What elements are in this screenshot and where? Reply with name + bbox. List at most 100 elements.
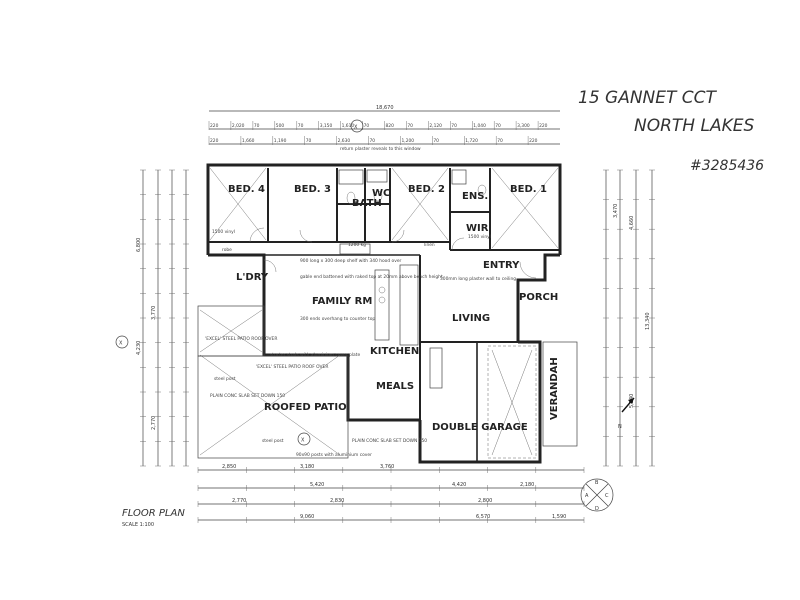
room-meals: MEALS — [376, 381, 414, 392]
note-robe: robe — [222, 247, 232, 253]
room-bed4: BED. 4 — [228, 184, 265, 195]
note-gable: gable end battened with raked top at 20m… — [300, 274, 443, 280]
top-dim2-10: 220 — [529, 138, 538, 144]
overall-width-dim: 18,670 — [376, 105, 394, 111]
key-c: C — [605, 493, 609, 499]
listing-reference: #3285436 — [690, 158, 764, 174]
note-plaster-wall: 300mm long plaster wall to ceiling — [440, 276, 516, 282]
address-line-2: NORTH LAKES — [634, 116, 754, 136]
top-dim2-9: 70 — [497, 138, 503, 144]
room-verandah: VERANDAH — [549, 357, 560, 420]
key-d: D — [595, 506, 599, 512]
room-wir: WIR — [466, 223, 489, 234]
top-dim2-4: 2,630 — [338, 138, 351, 144]
north-arrow: N — [618, 397, 635, 430]
left-dim-2: 4,230 — [136, 341, 142, 355]
left-dimensions: 6,800 4,230 3,770 2,770 — [136, 169, 189, 467]
note-vinyl-1: 1500 vinyl — [212, 229, 235, 235]
bottom-dimensions: 2,850 3,180 3,760 5,420 4,420 2,180 2,77… — [197, 464, 585, 523]
left-dim-1: 6,800 — [136, 238, 142, 252]
left-dim-4: 2,770 — [151, 416, 157, 430]
grid-label-left: X — [119, 341, 123, 347]
room-family: FAMILY RM — [312, 296, 372, 307]
bottom-dim-6: 2,180 — [520, 482, 534, 488]
top-dim2-8: 1,720 — [465, 138, 478, 144]
patio-outlines — [197, 305, 578, 459]
right-dimensions: 13,340 4,660 3,470 5,340 — [603, 169, 655, 467]
note-linen: linen — [424, 242, 435, 248]
key-b: B — [595, 480, 599, 486]
note-steel-post-1: steel post — [214, 376, 236, 382]
note-patio-roof-2: 'EXCEL' STEEL PATIO ROOF OVER — [256, 364, 328, 370]
bottom-dim-11: 6,570 — [476, 514, 490, 520]
top-dim-5: 3,150 — [320, 123, 333, 129]
top-dim-9: 70 — [407, 123, 413, 129]
bottom-dim-12: 1,590 — [552, 514, 566, 520]
top-dim-15: 220 — [539, 123, 548, 129]
note-shelf: 900 long x 300 deep shelf with 340 hood … — [300, 258, 402, 264]
section-key-symbol: B A C D — [580, 478, 614, 512]
top-dim-2: 70 — [254, 123, 260, 129]
top-dim2-0: 220 — [210, 138, 219, 144]
bottom-dim-3: 3,760 — [380, 464, 394, 470]
top-dim-6: 1,610 — [342, 123, 355, 129]
note-slab-2: PLAIN CONC SLAB SET DOWN 150 — [352, 438, 427, 444]
top-dim2-1: 1,660 — [242, 138, 255, 144]
room-living: LIVING — [452, 313, 490, 324]
bottom-dim-4: 5,420 — [310, 482, 324, 488]
note-steel-post-2: steel post — [262, 438, 284, 444]
key-a: A — [585, 493, 589, 499]
kitchen-fixtures — [374, 264, 443, 389]
bottom-dim-1: 2,850 — [222, 464, 236, 470]
floor-plan-scale: SCALE 1:100 — [122, 522, 154, 528]
top-dim-3: 500 — [276, 123, 285, 129]
room-entry: ENTRY — [483, 260, 520, 271]
note-window: return plaster reveals to this window — [340, 146, 421, 152]
bottom-dim-10: 9,060 — [300, 514, 314, 520]
right-dim-2: 4,660 — [629, 216, 635, 230]
top-dim-12: 1,040 — [473, 123, 486, 129]
bathroom-fixtures — [338, 169, 487, 255]
room-labels: BED. 4 BED. 3 BATH WC BED. 2 ENS. WIR BE… — [228, 184, 560, 433]
grid-label-top: X — [354, 125, 358, 131]
note-posts: 90x90 posts with aluminium cover — [296, 452, 372, 458]
top-dimensions: 18,670 220 2,020 70 500 70 3,150 1,610 70 820 70 2… — [208, 105, 560, 145]
top-dim-4: 70 — [298, 123, 304, 129]
bottom-dim-2: 3,180 — [300, 464, 314, 470]
room-bed1: BED. 1 — [510, 184, 547, 195]
room-cross-lines — [199, 167, 559, 456]
note-slab-1: PLAIN CONC SLAB SET DOWN 150 — [210, 393, 285, 399]
room-laundry: L'DRY — [236, 272, 269, 283]
interior-walls — [208, 168, 560, 462]
note-vinyl-2: 1500 vinyl — [468, 234, 491, 240]
exterior-walls — [206, 163, 562, 464]
top-dim-1: 2,020 — [232, 123, 245, 129]
room-kitchen: KITCHEN — [370, 346, 419, 357]
top-dim-10: 2,120 — [429, 123, 442, 129]
top-dim-8: 820 — [386, 123, 395, 129]
bottom-dim-9: 2,800 — [478, 498, 492, 504]
door-swings — [249, 227, 537, 279]
note-overhang: 300 ends overhang to counter top — [300, 316, 375, 322]
bottom-dim-5: 4,420 — [452, 482, 466, 488]
grid-label-bottom: X — [301, 438, 305, 444]
top-dim-7: 70 — [364, 123, 370, 129]
grid-markers: X X X — [115, 119, 364, 446]
top-dim-11: 70 — [451, 123, 457, 129]
left-dim-3: 3,770 — [151, 306, 157, 320]
plan-notes: 'EXCEL' STEEL PATIO ROOF OVER 'EXCEL' ST… — [205, 146, 516, 458]
room-bed3: BED. 3 — [294, 184, 331, 195]
room-wc: WC — [372, 188, 390, 199]
room-bath: BATH — [352, 198, 382, 209]
right-dim-3: 3,470 — [613, 204, 619, 218]
top-dim-13: 70 — [495, 123, 501, 129]
note-patio-roof-1: 'EXCEL' STEEL PATIO ROOF OVER — [205, 336, 277, 342]
floor-plan-title: FLOOR PLAN — [122, 508, 185, 519]
top-dim2-5: 70 — [370, 138, 376, 144]
top-dim2-2: 1,190 — [274, 138, 287, 144]
address-line-1: 15 GANNET CCT — [578, 88, 718, 108]
room-porch: PORCH — [519, 292, 558, 303]
room-ens: ENS. — [462, 191, 488, 202]
